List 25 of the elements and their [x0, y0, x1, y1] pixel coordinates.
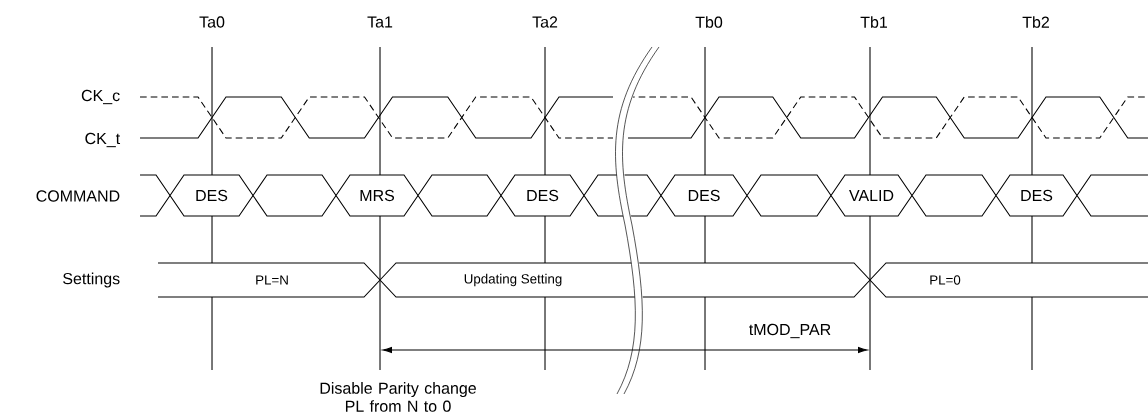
- bus-state-hexagon: [139, 174, 171, 217]
- note-text: Disable Parity change PL from N to 0: [320, 382, 476, 412]
- bus-state-hexagon: DES: [660, 174, 748, 217]
- bus-state-hexagon: DES: [500, 174, 585, 217]
- tick-label: Tb2: [1022, 16, 1049, 28]
- bus-state-hexagon: [746, 174, 832, 217]
- bus-state-hexagon: VALID: [830, 174, 913, 217]
- signal-name: CK_c: [81, 89, 120, 105]
- tick-label: Ta2: [532, 16, 558, 28]
- bus-state-hexagon: [911, 174, 997, 217]
- tick-label: Ta0: [199, 16, 225, 28]
- signal-name: Settings: [63, 272, 120, 288]
- bus-state-hexagon: PL=N: [157, 262, 381, 298]
- signal-name: COMMAND: [36, 190, 120, 202]
- bus-state-hexagon: DES: [995, 174, 1078, 217]
- signal-name: CK_t: [85, 132, 121, 148]
- bus-state-hexagon: [583, 174, 662, 217]
- bus-state-hexagon: PL=0: [869, 262, 1148, 298]
- bus-state-hexagon: [252, 174, 337, 217]
- tick-label: Ta1: [367, 16, 393, 28]
- tick-label: Tb1: [860, 16, 887, 28]
- bus-state-hexagon: [417, 174, 502, 217]
- tick-label: Tb0: [695, 16, 723, 28]
- dimension-label: tMOD_PAR: [749, 323, 831, 339]
- bus-state-hexagon: MRS: [335, 174, 419, 217]
